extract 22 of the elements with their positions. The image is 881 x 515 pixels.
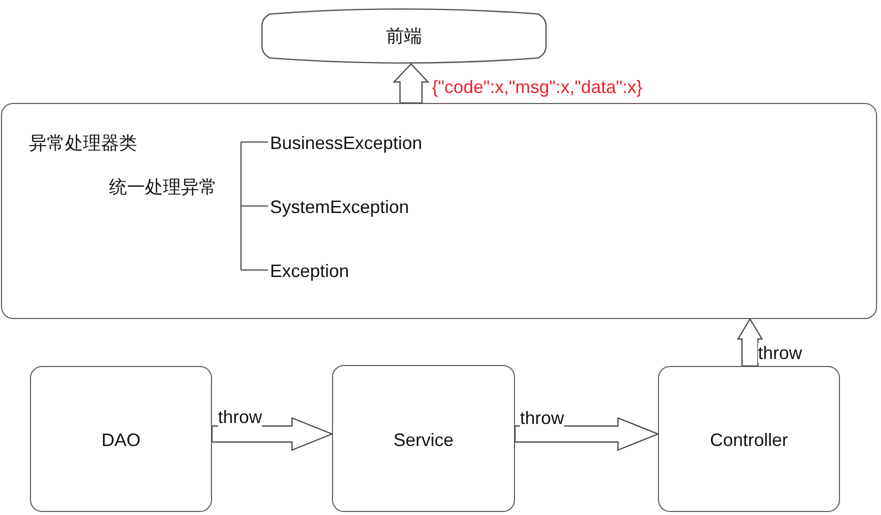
edge-label: throw bbox=[758, 343, 802, 363]
process-box bbox=[30, 366, 212, 512]
block-arrow bbox=[736, 318, 764, 367]
edge-label: throw bbox=[520, 408, 564, 428]
exception-name: SystemException bbox=[270, 196, 410, 218]
edge-label: throw bbox=[218, 407, 262, 427]
block-arrow bbox=[211, 417, 334, 451]
response-format-label: {"code":x,"msg":x,"data":x} bbox=[432, 77, 642, 97]
handler-panel bbox=[1, 103, 877, 319]
process-label: DAO bbox=[100, 429, 142, 451]
frontend-label: 前端 bbox=[385, 25, 423, 47]
class-title: 异常处理器类 bbox=[29, 132, 137, 154]
process-box bbox=[332, 365, 515, 512]
exception-name: BusinessException bbox=[270, 132, 422, 154]
exception-name: Exception bbox=[270, 260, 350, 282]
process-label: Controller bbox=[708, 429, 790, 451]
frontend-box bbox=[262, 8, 546, 64]
block-arrow bbox=[392, 63, 430, 104]
process-label: Service bbox=[392, 428, 455, 450]
process-box bbox=[658, 366, 840, 512]
description-text: 统一处理异常 bbox=[109, 176, 217, 198]
block-arrow bbox=[514, 417, 660, 451]
